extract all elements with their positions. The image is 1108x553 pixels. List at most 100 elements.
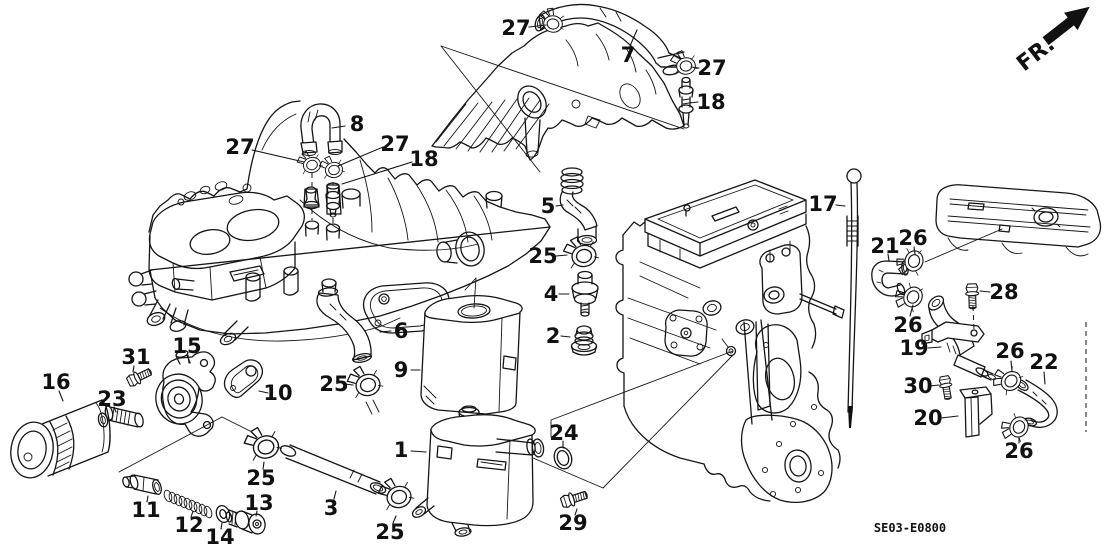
front-arrow-icon: [1042, 6, 1090, 46]
leader-line-14-40: [220, 522, 223, 530]
part-label-15-25: 15: [172, 334, 201, 358]
leader-line-27-2: [690, 66, 700, 69]
dipstick-17-drawing: [846, 168, 862, 428]
part-label-1-32: 1: [394, 438, 409, 462]
pcv-valve-4-drawing: [571, 270, 599, 317]
part-label-21-13: 21: [870, 234, 899, 258]
leader-line-19-17: [927, 346, 942, 349]
part-label-3-35: 3: [324, 496, 339, 520]
part-label-20-21: 20: [913, 406, 942, 430]
bolt-28-drawing: [964, 283, 980, 310]
leader-line-16-23: [58, 390, 64, 402]
clamp-25-ticks: [365, 399, 380, 415]
breather-hose-22-drawing: [1015, 379, 1058, 428]
valve-cover-drawing: [935, 184, 1102, 257]
leader-line-25-30: [344, 383, 354, 386]
leader-line-21-13: [887, 253, 890, 262]
leader-line-18-3: [688, 101, 699, 104]
filter-base-15-drawing: [155, 350, 216, 437]
pipe-3-drawing: [279, 444, 387, 495]
breather-chamber-1-drawing: [411, 405, 545, 537]
spacer-drawing: [303, 186, 320, 210]
part-label-25-38: 25: [375, 520, 404, 544]
engine-block-drawing: [615, 179, 845, 503]
part-label-23-26: 23: [97, 387, 126, 411]
pcv-hose-5-drawing: [559, 167, 598, 246]
bolt-28-axis: [972, 305, 975, 331]
leader-line-27-6: [337, 146, 384, 167]
clamp-26-hose22-top: [987, 359, 1027, 399]
part-label-31-24: 31: [121, 345, 150, 369]
bolt-13-drawing: [225, 509, 266, 535]
part-label-19-17: 19: [899, 336, 928, 360]
part-label-9-29: 9: [394, 358, 409, 382]
washer-14-drawing: [215, 505, 231, 523]
leader-line-15-25: [187, 354, 190, 364]
part-label-30-20: 30: [903, 374, 932, 398]
part-label-4-10: 4: [544, 282, 559, 306]
leader-line-28-16: [979, 290, 991, 293]
leader-line-25-9: [555, 254, 568, 257]
leader-line-13-34: [255, 510, 258, 517]
leader-line-6-28: [379, 330, 392, 333]
part-label-6-28: 6: [394, 319, 409, 343]
breather-hose-6-drawing: [316, 287, 372, 364]
leader-line-11-36: [146, 495, 149, 503]
leader-line-26-14: [913, 246, 916, 255]
part-label-22-19: 22: [1029, 350, 1058, 374]
leader-line-7-1: [629, 29, 638, 47]
leader-line-20-21: [940, 415, 959, 419]
part-label-2-11: 2: [546, 324, 561, 348]
part-label-26-15: 26: [893, 313, 922, 337]
leader-line-18-7: [341, 161, 413, 185]
leader-line-30-20: [929, 384, 940, 387]
part-label-7-1: 7: [621, 43, 636, 67]
leader-line-27-0: [528, 24, 547, 28]
clamp-25-pcv: [560, 232, 601, 271]
part-label-11-36: 11: [131, 498, 160, 522]
bolt-30-drawing: [937, 374, 955, 401]
part-label-28-16: 28: [989, 280, 1018, 304]
part-label-25-33: 25: [246, 466, 275, 490]
joint-18-right-drawing: [678, 76, 694, 129]
leader-line-1-32: [410, 450, 427, 453]
breather-hose-8-drawing: [300, 103, 343, 156]
leader-line-2-11: [560, 335, 571, 338]
leader-line-31-24: [132, 365, 135, 373]
part-label-24-31: 24: [549, 421, 578, 445]
part-label-25-9: 25: [528, 244, 557, 268]
leader-line-26-18: [1010, 360, 1013, 372]
clamp-25-hose6: [343, 361, 385, 401]
bracket-20-drawing: [959, 386, 993, 438]
leader-line-23-26: [113, 406, 117, 413]
breather-chamber-9-drawing: [420, 277, 523, 415]
o-ring-24-drawing: [553, 446, 573, 470]
breather-pipe-19-drawing: [921, 295, 997, 381]
part-label-26-18: 26: [995, 339, 1024, 363]
gasket-10-drawing: [223, 359, 264, 399]
part-label-27-6: 27: [380, 132, 409, 156]
bolt-29-drawing: [559, 487, 590, 510]
part-label-18-3: 18: [696, 90, 725, 114]
part-label-13-34: 13: [244, 491, 273, 515]
clamp-27-hose7-right: [669, 48, 699, 77]
part-label-14-40: 14: [205, 525, 234, 549]
part-label-10-27: 10: [263, 381, 292, 405]
leader-line-25-38: [392, 515, 397, 524]
part-label-5-8: 5: [541, 194, 556, 218]
part-label-18-7: 18: [409, 147, 438, 171]
diagram-code: SE03-E0800: [874, 521, 946, 535]
leader-line-5-8: [555, 204, 564, 207]
leader-line-27-5: [251, 149, 305, 163]
joint-18-left-drawing: [325, 182, 342, 218]
leader-line-25-33: [262, 461, 265, 470]
plug-11-drawing: [122, 474, 162, 495]
part-label-27-2: 27: [697, 56, 726, 80]
leader-line-26-15: [909, 304, 914, 317]
clamp-27-manifold-right: [317, 153, 346, 181]
leader-line-12-37: [190, 510, 194, 518]
part-label-8-4: 8: [350, 112, 365, 136]
